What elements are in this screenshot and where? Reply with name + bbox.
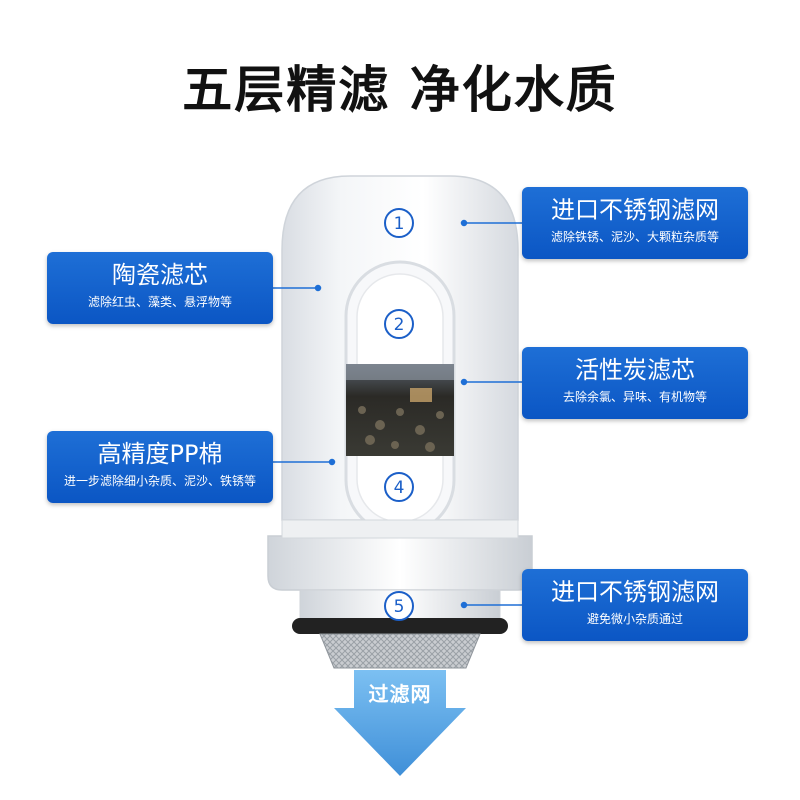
arrow-label: 过滤网 <box>368 682 432 706</box>
cartridge-base-ring <box>267 535 533 591</box>
page-title: 五层精滤 净化水质 <box>182 61 618 119</box>
rubber-o-ring <box>292 618 508 634</box>
callout-layer-2: 陶瓷滤芯 滤除红虫、藻类、悬浮物等 <box>47 252 273 324</box>
layer-number-2: 2 <box>394 315 405 335</box>
bottom-mesh-screen <box>319 633 481 669</box>
callout-layer-3: 活性炭滤芯 去除余氯、异味、有机物等 <box>522 347 748 419</box>
layer-4-name: 高精度PP棉 <box>97 440 223 468</box>
layer-3-desc: 去除余氯、异味、有机物等 <box>562 390 707 404</box>
callout-layer-1: 进口不锈钢滤网 滤除铁锈、泥沙、大颗粒杂质等 <box>522 187 748 259</box>
layer-2-desc: 滤除红虫、藻类、悬浮物等 <box>87 295 232 309</box>
layer-3-name: 活性炭滤芯 <box>575 356 695 384</box>
layer-number-1: 1 <box>394 214 405 234</box>
layer-2-name: 陶瓷滤芯 <box>112 261 208 289</box>
layer-5-desc: 避免微小杂质通过 <box>586 612 683 626</box>
layer-number-4: 4 <box>394 478 405 498</box>
callout-layer-5: 进口不锈钢滤网 避免微小杂质通过 <box>522 569 748 641</box>
layer-1-name: 进口不锈钢滤网 <box>551 196 719 224</box>
callout-layer-4: 高精度PP棉 进一步滤除细小杂质、泥沙、铁锈等 <box>47 431 273 503</box>
layer-number-circles <box>384 208 414 621</box>
layer-4-desc: 进一步滤除细小杂质、泥沙、铁锈等 <box>63 474 256 488</box>
layer-5-name: 进口不锈钢滤网 <box>551 578 719 606</box>
down-arrow-icon <box>334 670 466 776</box>
layer-number-5: 5 <box>394 597 405 617</box>
layer-1-desc: 滤除铁锈、泥沙、大颗粒杂质等 <box>550 230 719 244</box>
